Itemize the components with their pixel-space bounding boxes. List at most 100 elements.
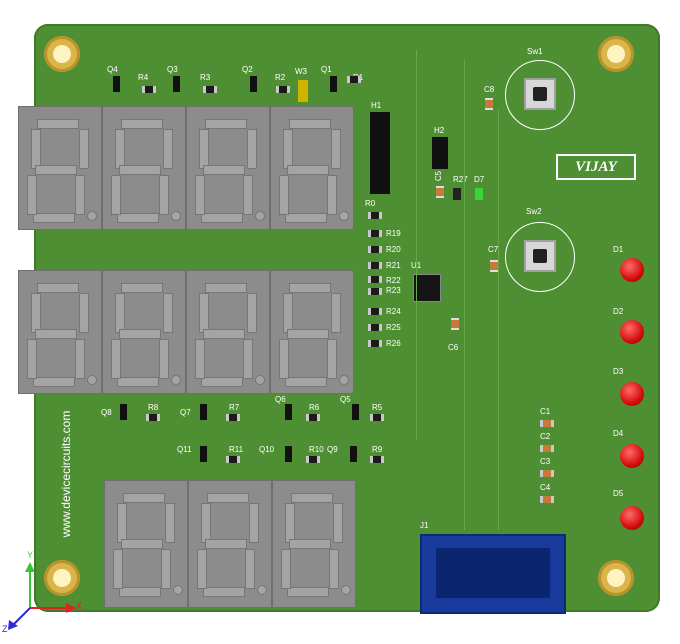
label-h1: H1	[371, 101, 382, 110]
segment	[75, 339, 85, 379]
segment	[195, 339, 205, 379]
resistor-r6	[306, 414, 320, 421]
label-c7: C7	[488, 245, 499, 254]
seven-segment-digit	[102, 106, 186, 230]
segment	[117, 503, 127, 543]
resistor-r5	[370, 414, 384, 421]
segment	[163, 293, 173, 333]
axis-label-y: Y	[27, 550, 34, 560]
segment	[203, 587, 245, 597]
led-d5	[620, 506, 644, 530]
label-c1: C1	[540, 407, 551, 416]
capacitor-c8	[485, 98, 493, 110]
resistor-r9	[370, 456, 384, 463]
label-r10: R10	[309, 445, 324, 454]
segment	[331, 129, 341, 169]
resistor-r1	[347, 76, 361, 83]
segment	[287, 165, 329, 175]
segment	[205, 119, 247, 129]
segment	[279, 339, 289, 379]
label-r3: R3	[200, 73, 211, 82]
resistor-r2	[276, 86, 290, 93]
transistor-q11	[200, 446, 207, 462]
segment	[201, 377, 243, 387]
transistor-q2	[250, 76, 257, 92]
label-c8: C8	[484, 85, 495, 94]
capacitor-c6	[451, 318, 459, 330]
label-q10: Q10	[259, 445, 275, 454]
led-d3	[620, 382, 644, 406]
label-q8: Q8	[101, 408, 112, 417]
capacitor-c2	[540, 445, 554, 452]
seven-segment-digit	[186, 106, 270, 230]
segment	[327, 175, 337, 215]
label-d3: D3	[613, 367, 624, 376]
decimal-point	[173, 585, 183, 595]
led-d2	[620, 320, 644, 344]
jumper-w3	[298, 80, 308, 102]
segment	[199, 293, 209, 333]
label-q11: Q11	[177, 445, 192, 454]
label-d2: D2	[613, 307, 624, 316]
decimal-point	[87, 211, 97, 221]
resistor-r7	[226, 414, 240, 421]
led-d4	[620, 444, 644, 468]
decimal-point	[257, 585, 267, 595]
segment	[331, 293, 341, 333]
segment	[247, 129, 257, 169]
segment	[291, 493, 333, 503]
label-d7: D7	[474, 175, 485, 184]
axis-label-z: Z	[2, 624, 8, 634]
watermark-text: www.devicecircuits.com	[59, 410, 73, 538]
label-q5: Q5	[340, 395, 351, 404]
seven-segment-digit	[188, 480, 272, 608]
segment	[287, 329, 329, 339]
decimal-point	[255, 375, 265, 385]
seven-segment-digit	[186, 270, 270, 394]
segment	[197, 549, 207, 589]
segment	[123, 493, 165, 503]
seven-segment-digit	[18, 270, 102, 394]
trace	[498, 110, 499, 530]
segment	[287, 587, 329, 597]
label-r24: R24	[386, 307, 401, 316]
transistor-q6	[285, 404, 292, 420]
segment	[159, 175, 169, 215]
segment	[161, 549, 171, 589]
resistor-r25	[368, 324, 382, 331]
label-r23: R23	[386, 286, 401, 295]
capacitor-c5	[436, 186, 444, 198]
resistor-r20	[368, 246, 382, 253]
header-h2	[432, 137, 448, 169]
segment	[119, 329, 161, 339]
segment	[285, 377, 327, 387]
segment	[33, 213, 75, 223]
segment	[279, 175, 289, 215]
transistor-q10	[285, 446, 292, 462]
mount-hole-top-left	[44, 36, 80, 72]
label-r27: R27	[453, 175, 468, 184]
ic-u1	[413, 274, 441, 302]
segment	[245, 549, 255, 589]
segment	[115, 129, 125, 169]
label-q2: Q2	[242, 65, 253, 74]
segment	[113, 549, 123, 589]
header-h1	[370, 112, 390, 194]
led-d7	[475, 188, 483, 200]
decimal-point	[339, 375, 349, 385]
seven-segment-digit	[18, 106, 102, 230]
board-title: VIJAY	[556, 154, 636, 180]
segment	[205, 539, 247, 549]
segment	[289, 539, 331, 549]
segment	[121, 119, 163, 129]
label-r6: R6	[309, 403, 320, 412]
resistor-r23	[368, 288, 382, 295]
segment	[163, 129, 173, 169]
segment	[119, 165, 161, 175]
segment	[119, 587, 161, 597]
label-c4: C4	[540, 483, 551, 492]
segment	[329, 549, 339, 589]
segment	[79, 129, 89, 169]
segment	[207, 493, 249, 503]
